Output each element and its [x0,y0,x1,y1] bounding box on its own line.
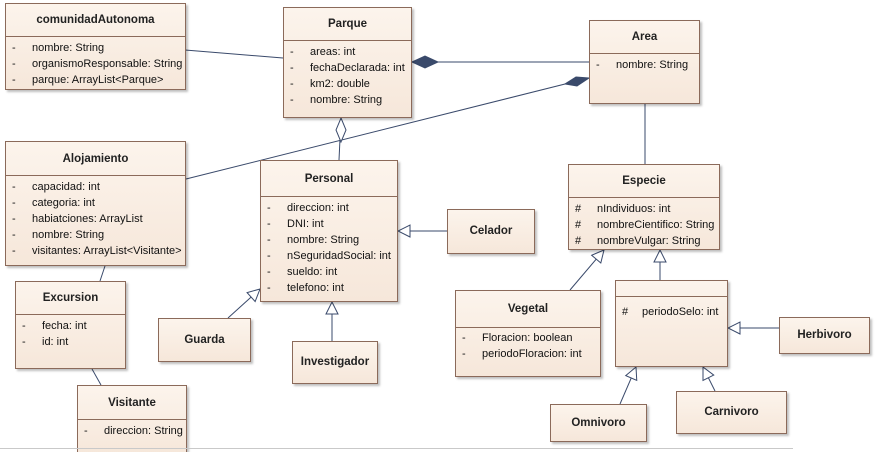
class-herbivoro[interactable]: Herbivoro [779,317,870,354]
class-name: Parque [284,8,411,41]
comunidad-parque-association [184,49,284,59]
class-name: Celador [469,225,513,237]
class-name: comunidadAutonoma [6,4,185,37]
attribute-row: -DNI: int [267,218,324,230]
attribute-row: -nombre: String [596,59,689,71]
attribute-row: -habiatciones: ArrayList [12,213,143,225]
attribute-row: #nIndividuos: int [575,203,671,215]
guarda-personal-generalization [227,289,260,319]
class-animal[interactable]: #periodoSelo: int [615,280,728,367]
attribute-row: -organismoResponsable: String [12,58,183,70]
class-name: Excursion [16,282,125,315]
attribute-row: -categoria: int [12,197,95,209]
class-vegetal[interactable]: Vegetal -Floracion: boolean -periodoFlor… [455,290,601,377]
attribute-row: -sueldo: int [267,266,338,278]
excursion-visitante-association [91,368,102,386]
attribute-row: -visitantes: ArrayList<Visitante> [12,245,182,257]
class-excursion[interactable]: Excursion -fecha: int -id: int [15,281,126,369]
attribute-row: -id: int [22,336,69,348]
class-alojamiento[interactable]: Alojamiento -capacidad: int -categoria: … [5,141,186,266]
class-name: Personal [261,161,397,197]
attribute-row: -telefono: int [267,282,344,294]
attribute-row: -capacidad: int [12,181,100,193]
alojamiento-area-composition [185,77,590,180]
attribute-row: -areas: int [290,46,356,58]
class-name: Guarda [184,334,225,346]
attribute-row: -nombre: String [12,229,105,241]
alojamiento-excursion-association [99,265,106,282]
attribute-row: -nombre: String [267,234,360,246]
attribute-row: -fechaDeclarada: int [290,62,405,74]
class-investigador[interactable]: Investigador [292,341,378,384]
attribute-row: #nombreCientifico: String [575,219,715,231]
vegetal-especie-generalization [569,250,604,291]
composition-diamond-icon [563,76,591,87]
class-name: Omnivoro [571,417,626,429]
class-name [616,281,727,297]
attribute-row: -direccion: String [84,425,183,437]
class-comunidadautonoma[interactable]: comunidadAutonoma -nombre: String -organ… [5,3,186,90]
class-name: Carnivoro [704,406,759,418]
class-guarda[interactable]: Guarda [158,318,251,362]
class-name: Area [590,21,699,54]
class-name: Especie [569,165,719,198]
class-name: Visitante [78,386,186,420]
attribute-row: -parque: ArrayList<Parque> [12,74,164,86]
class-parque[interactable]: Parque -areas: int -fechaDeclarada: int … [283,7,412,118]
class-name: Investigador [300,356,370,368]
attribute-row: -km2: double [290,78,370,90]
class-name: Vegetal [456,291,600,328]
attribute-row: -nSeguridadSocial: int [267,250,391,262]
composition-diamond-icon [410,55,440,69]
attribute-row: -periodoFloracion: int [462,348,582,360]
attribute-row: -direccion: int [267,202,349,214]
class-especie[interactable]: Especie #nIndividuos: int #nombreCientif… [568,164,720,250]
omnivoro-animal-generalization [619,367,636,405]
carnivoro-animal-generalization [703,367,716,392]
attribute-row: -nombre: String [290,94,383,106]
attribute-row: #periodoSelo: int [622,306,719,318]
class-carnivoro[interactable]: Carnivoro [676,391,787,434]
attribute-row: -Floracion: boolean [462,332,573,344]
attribute-row: #nombreVulgar: String [575,235,701,247]
class-area[interactable]: Area -nombre: String [589,20,700,104]
attribute-row: -nombre: String [12,42,105,54]
canvas-bottom-border [0,448,793,449]
class-name: Alojamiento [6,142,185,176]
class-celador[interactable]: Celador [447,209,535,254]
class-personal[interactable]: Personal -direccion: int -DNI: int -nomb… [260,160,398,302]
attribute-row: -fecha: int [22,320,87,332]
class-name: Herbivoro [797,329,852,341]
aggregation-diamond-icon [335,116,347,144]
class-omnivoro[interactable]: Omnivoro [550,404,647,442]
class-visitante[interactable]: Visitante -direccion: String [77,385,187,452]
